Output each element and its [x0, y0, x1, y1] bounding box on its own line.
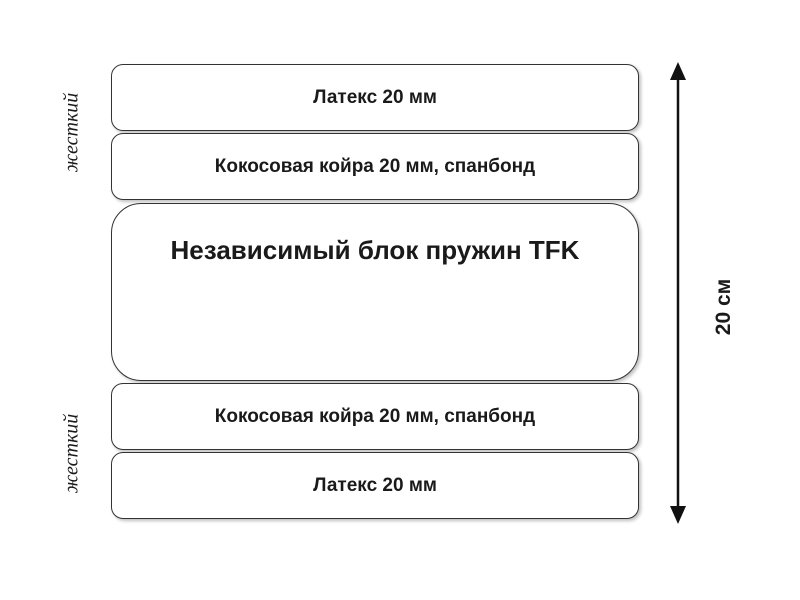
- height-dimension-text: 20 см: [712, 278, 736, 336]
- arrow-head-bottom: [670, 506, 686, 524]
- layer-spring-block-label: Независимый блок пружин TFK: [170, 235, 580, 265]
- layer-top-coir-label: Кокосовая койра 20 мм, спанбонд: [214, 155, 536, 177]
- bottom-rigidity-text: жесткий: [60, 413, 83, 493]
- layer-top-latex-label: Латекс 20 мм: [313, 86, 437, 108]
- layer-bottom-coir-label: Кокосовая койра 20 мм, спанбонд: [214, 405, 536, 427]
- layer-top-latex: Латекс 20 мм: [111, 64, 639, 131]
- layer-top-coir: Кокосовая койра 20 мм, спанбонд: [111, 133, 639, 200]
- double-arrow-vertical-icon: [670, 62, 686, 524]
- arrow-head-top: [670, 62, 686, 80]
- top-rigidity-label: жесткий: [58, 64, 86, 200]
- height-dimension-label: 20 см: [704, 262, 744, 352]
- bottom-rigidity-label: жесткий: [58, 383, 86, 523]
- layer-bottom-latex: Латекс 20 мм: [111, 452, 639, 519]
- layer-bottom-coir: Кокосовая койра 20 мм, спанбонд: [111, 383, 639, 450]
- top-rigidity-text: жесткий: [60, 92, 83, 172]
- layer-spring-block: Независимый блок пружин TFK: [111, 203, 639, 381]
- layer-bottom-latex-label: Латекс 20 мм: [313, 474, 437, 496]
